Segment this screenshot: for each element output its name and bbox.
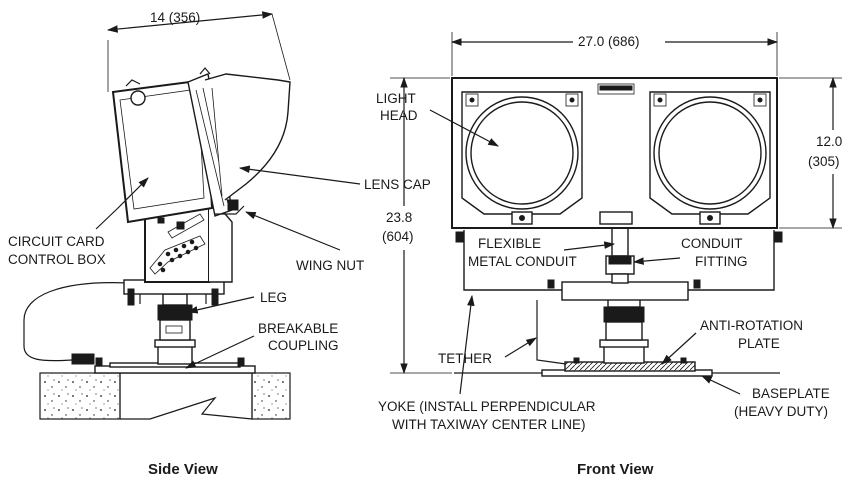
- label-leg: LEG: [260, 290, 287, 305]
- side-lens-cap: [204, 73, 291, 201]
- label-tether: TETHER: [438, 351, 492, 366]
- label-wing-nut: WING NUT: [296, 258, 364, 273]
- front-width-dimension-text: 27.0 (686): [578, 34, 640, 49]
- caption-side-view: Side View: [148, 461, 218, 478]
- front-light-head-right: [649, 91, 771, 225]
- front-coupling-leg: [599, 297, 649, 364]
- front-light-head-left: [461, 91, 583, 225]
- label-light: LIGHT: [376, 91, 416, 106]
- label-breakable: BREAKABLE: [258, 321, 338, 336]
- front-view: [451, 77, 783, 377]
- circuit-card: [149, 213, 206, 275]
- front-head-height-mm: (305): [808, 154, 840, 169]
- label-yoke-line2: WITH TAXIWAY CENTER LINE): [392, 417, 586, 432]
- label-conduit: CONDUIT: [681, 236, 743, 251]
- label-control-box: CONTROL BOX: [8, 252, 106, 267]
- label-metal-conduit: METAL CONDUIT: [468, 254, 577, 269]
- label-anti-rotation: ANTI-ROTATION: [700, 318, 803, 333]
- label-plate: PLATE: [738, 336, 780, 351]
- front-callouts: LIGHT HEAD FLEXIBLE METAL CONDUIT CONDUI…: [376, 91, 830, 432]
- side-callouts: LENS CAP WING NUT CIRCUIT CARD CONTROL B…: [8, 165, 431, 369]
- label-fitting: FITTING: [695, 254, 748, 269]
- side-light-head: [111, 67, 245, 224]
- side-width-dimension: 14 (356): [106, 10, 291, 92]
- caption-front-view: Front View: [577, 461, 654, 478]
- front-width-dimension: 27.0 (686): [450, 32, 779, 76]
- label-head: HEAD: [380, 108, 418, 123]
- front-height-dimension-text: 23.8: [386, 210, 412, 225]
- side-tether: [23, 282, 129, 365]
- front-housing: [451, 77, 778, 229]
- label-lens-cap: LENS CAP: [364, 177, 431, 192]
- front-head-height-dimension: 12.0 (305): [779, 76, 842, 230]
- front-height-dimension-mm: (604): [382, 229, 414, 244]
- label-circuit-card: CIRCUIT CARD: [8, 234, 105, 249]
- side-width-dimension-text: 14 (356): [150, 10, 200, 25]
- label-flexible: FLEXIBLE: [478, 236, 541, 251]
- label-coupling: COUPLING: [268, 338, 339, 353]
- side-coupling-leg: [154, 293, 196, 365]
- front-height-dimension: 23.8 (604): [382, 76, 452, 375]
- front-tether: [536, 300, 567, 365]
- side-bracket: [123, 279, 225, 306]
- label-heavy-duty: (HEAVY DUTY): [734, 404, 828, 419]
- label-yoke: YOKE (INSTALL PERPENDICULAR: [378, 399, 596, 414]
- side-concrete-base: [39, 372, 291, 420]
- side-view: [23, 67, 291, 420]
- front-head-height-text: 12.0: [816, 134, 842, 149]
- label-baseplate: BASEPLATE: [752, 386, 830, 401]
